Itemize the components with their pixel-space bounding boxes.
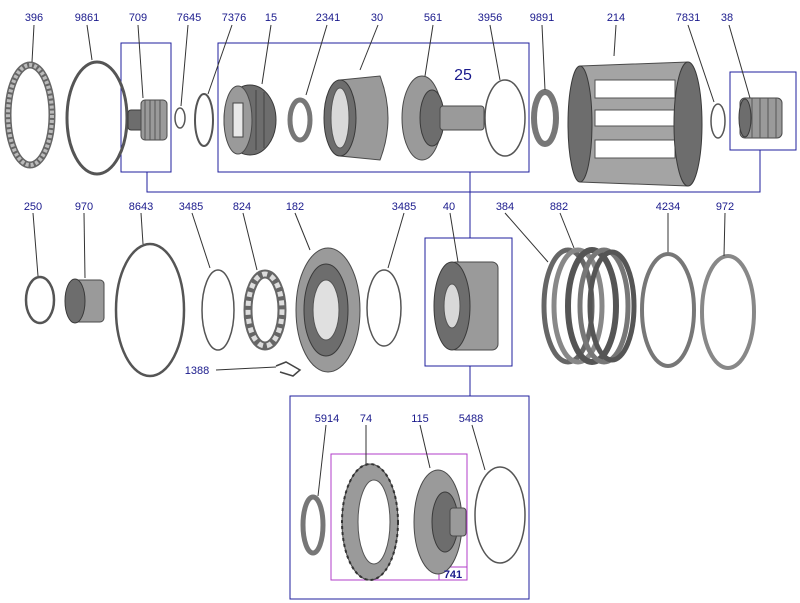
- label-2341: 2341: [316, 12, 340, 24]
- label-4234: 4234: [656, 201, 680, 213]
- label-561: 561: [424, 12, 442, 24]
- label-9861: 9861: [75, 12, 99, 24]
- part-115[interactable]: [413, 469, 467, 575]
- label-3956: 3956: [478, 12, 502, 24]
- part-3485-left[interactable]: [201, 269, 235, 351]
- part-182[interactable]: [295, 247, 361, 373]
- part-396[interactable]: [4, 61, 56, 169]
- label-9891: 9891: [530, 12, 554, 24]
- part-561[interactable]: [401, 75, 485, 161]
- part-74[interactable]: [341, 463, 399, 581]
- part-5914[interactable]: [300, 494, 326, 556]
- label-3485-left: 3485: [179, 201, 203, 213]
- frame-assembly-25: [217, 42, 530, 173]
- label-396: 396: [25, 12, 43, 24]
- part-250[interactable]: [24, 275, 56, 325]
- connector-row1: [146, 150, 761, 193]
- label-7376: 7376: [222, 12, 246, 24]
- frame-38: [729, 71, 797, 151]
- part-972[interactable]: [700, 254, 756, 370]
- frame-bottom-assembly: [289, 395, 530, 600]
- part-5488[interactable]: [474, 466, 526, 564]
- label-214: 214: [607, 12, 625, 24]
- label-subassembly-741: 741: [444, 569, 462, 581]
- part-4234[interactable]: [640, 252, 696, 368]
- part-7376[interactable]: [194, 93, 214, 147]
- part-970[interactable]: [64, 278, 105, 324]
- leader-lines: [31, 24, 751, 497]
- label-709: 709: [129, 12, 147, 24]
- frame-741: [330, 453, 468, 581]
- frame-709: [120, 42, 172, 173]
- part-1388[interactable]: [275, 361, 302, 377]
- label-182: 182: [286, 201, 304, 213]
- part-214[interactable]: [567, 61, 703, 187]
- label-882: 882: [550, 201, 568, 213]
- part-709[interactable]: [127, 99, 168, 141]
- label-824: 824: [233, 201, 251, 213]
- label-15: 15: [265, 12, 277, 24]
- label-8643: 8643: [129, 201, 153, 213]
- part-7831[interactable]: [710, 103, 726, 139]
- part-3956[interactable]: [484, 79, 526, 157]
- label-970: 970: [75, 201, 93, 213]
- label-972: 972: [716, 201, 734, 213]
- part-labels: 396 9861 709 7645 7376 15 2341 30 561 39…: [24, 12, 734, 581]
- part-38[interactable]: [738, 97, 783, 139]
- frame-40: [424, 237, 513, 367]
- label-assembly-25: 25: [454, 67, 472, 84]
- label-115: 115: [411, 413, 429, 425]
- label-3485-right: 3485: [392, 201, 416, 213]
- label-384: 384: [496, 201, 514, 213]
- part-40[interactable]: [433, 261, 499, 351]
- label-30: 30: [371, 12, 383, 24]
- part-2341[interactable]: [287, 97, 313, 143]
- part-30[interactable]: [323, 75, 389, 161]
- label-250: 250: [24, 201, 42, 213]
- part-7645[interactable]: [174, 107, 186, 129]
- part-8643[interactable]: [114, 242, 186, 378]
- label-5488: 5488: [459, 413, 483, 425]
- part-824[interactable]: [243, 269, 287, 351]
- label-5914: 5914: [315, 413, 339, 425]
- label-7645: 7645: [177, 12, 201, 24]
- part-9861[interactable]: [65, 60, 129, 176]
- part-9891[interactable]: [531, 89, 559, 147]
- label-40: 40: [443, 201, 455, 213]
- part-882[interactable]: [565, 247, 637, 365]
- part-15[interactable]: [223, 84, 277, 156]
- label-7831: 7831: [676, 12, 700, 24]
- label-38: 38: [721, 12, 733, 24]
- label-74: 74: [360, 413, 372, 425]
- part-3485-right[interactable]: [366, 269, 402, 347]
- label-1388: 1388: [185, 365, 209, 377]
